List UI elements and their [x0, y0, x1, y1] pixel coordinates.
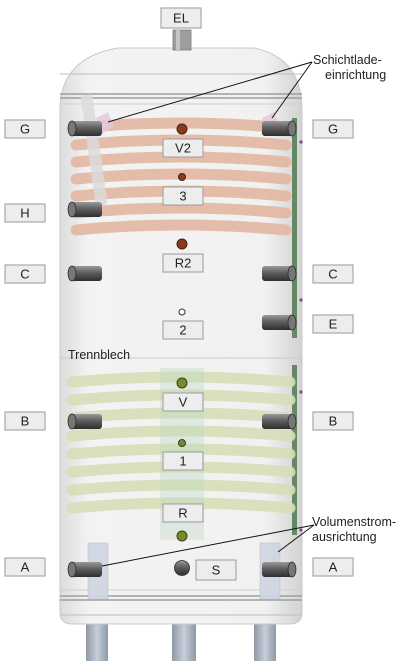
- sleeve-2: [178, 308, 186, 316]
- annotation-schichtlade-line1: Schichtlade-: [313, 53, 382, 67]
- annotation-volumen-line2: ausrichtung: [312, 530, 377, 544]
- pipe-b-right: [262, 413, 297, 430]
- leader-volumen-right: [277, 524, 315, 553]
- pipe-a-left: [67, 561, 102, 578]
- pipe-e-right: [262, 314, 297, 331]
- label-text-1: 1: [179, 454, 186, 469]
- label-text-b-right: B: [329, 414, 338, 429]
- sleeve-r: [176, 530, 188, 542]
- sleeve-3: [178, 173, 186, 181]
- label-r2: R2: [162, 253, 204, 273]
- label-el: EL: [160, 7, 202, 29]
- label-a-right: A: [312, 557, 354, 577]
- label-3: 3: [162, 186, 204, 206]
- leg-middle: [172, 621, 196, 661]
- pipe-g-right: [262, 120, 297, 137]
- leg-right: [254, 621, 276, 661]
- sleeve-r2: [176, 238, 188, 250]
- label-2: 2: [162, 320, 204, 340]
- label-text-r: R: [178, 506, 187, 521]
- sensor-strip-upper: [292, 118, 297, 338]
- pipe-c-left: [67, 265, 102, 282]
- leader-schichtlade-right: [271, 61, 313, 119]
- label-text-h-left: H: [20, 206, 29, 221]
- sleeve-v: [176, 377, 188, 389]
- label-text-c-right: C: [328, 267, 337, 282]
- label-g-left: G: [4, 119, 46, 139]
- annotation-volumen-line1: Volumenstrom-: [312, 515, 396, 529]
- sensor-sleeves: [176, 123, 188, 542]
- pipe-c-right: [262, 265, 297, 282]
- label-r: R: [162, 503, 204, 523]
- pipe-a-right: [262, 561, 297, 578]
- annotation-schichtlade-line2: einrichtung: [325, 68, 386, 82]
- label-text-g-right: G: [328, 122, 338, 137]
- sleeve-1: [178, 439, 186, 447]
- lower-heat-exchanger-coil: [66, 371, 296, 514]
- label-text-v: V: [179, 395, 188, 410]
- pipe-g-left: [67, 120, 102, 137]
- tank-legs: [86, 621, 276, 661]
- label-b-left: B: [4, 411, 46, 431]
- label-b-right: B: [312, 411, 354, 431]
- pipe-h-left: [67, 201, 102, 218]
- label-s: S: [195, 559, 237, 581]
- label-v2: V2: [162, 138, 204, 158]
- label-text-v2: V2: [175, 141, 191, 156]
- leg-left: [86, 621, 108, 661]
- label-h-left: H: [4, 203, 46, 223]
- label-text-2: 2: [179, 323, 186, 338]
- leader-volumen-left: [101, 524, 315, 567]
- label-text-a-left: A: [21, 560, 30, 575]
- label-g-right: G: [312, 119, 354, 139]
- pipe-b-left: [67, 413, 102, 430]
- sleeve-v2: [176, 123, 188, 135]
- label-e-right: E: [312, 314, 354, 334]
- label-text-g-left: G: [20, 122, 30, 137]
- label-a-left: A: [4, 557, 46, 577]
- label-text-e-right: E: [329, 317, 338, 332]
- sensor-strip-lower: [292, 365, 297, 535]
- annotation-trennblech: Trennblech: [68, 348, 130, 362]
- pipe-s-bottom: [174, 560, 190, 576]
- label-c-right: C: [312, 264, 354, 284]
- label-1: 1: [162, 451, 204, 471]
- label-text-r2: R2: [175, 256, 192, 271]
- label-text-b-left: B: [21, 414, 30, 429]
- label-text-a-right: A: [329, 560, 338, 575]
- annotation-leaders: [101, 61, 315, 567]
- label-text-c-left: C: [20, 267, 29, 282]
- el-nozzle: [172, 29, 192, 51]
- label-text-s: S: [212, 563, 221, 578]
- leader-schichtlade-left: [107, 61, 313, 123]
- pipe-connections: [67, 120, 297, 578]
- label-text-3: 3: [179, 189, 186, 204]
- label-text-el: EL: [173, 11, 189, 26]
- label-v: V: [162, 392, 204, 412]
- label-c-left: C: [4, 264, 46, 284]
